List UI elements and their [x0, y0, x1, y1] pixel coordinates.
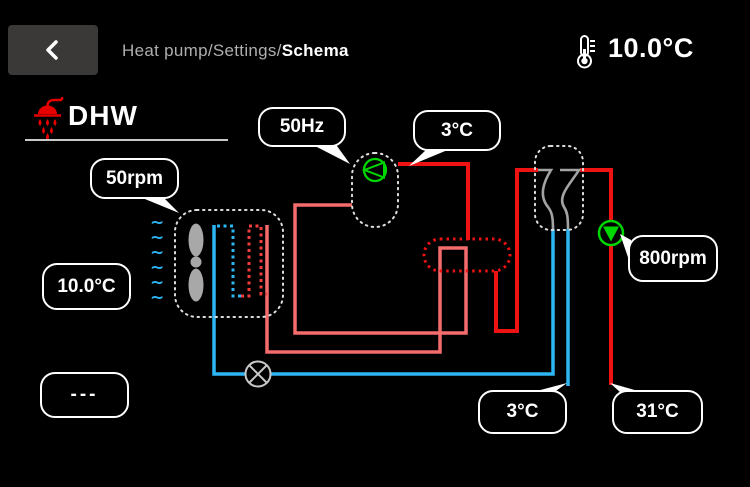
evaporator-unit	[174, 209, 284, 318]
outside-temp-label: 10.0°C	[42, 263, 131, 310]
exchanger-coil-left	[538, 168, 555, 230]
exchanger-coil-right	[560, 168, 582, 230]
thermometer-icon	[573, 34, 597, 75]
shower-icon	[28, 97, 66, 146]
svg-text:~: ~	[150, 228, 164, 248]
fan-speed-label: 50rpm	[90, 158, 179, 199]
breadcrumb: Heat pump/Settings/Schema	[122, 41, 349, 61]
breadcrumb-prefix: Heat pump/Settings/	[122, 41, 282, 60]
pointer-refrigerant-temp	[409, 149, 450, 166]
pointer-fan-speed	[140, 197, 179, 213]
svg-text:~: ~	[150, 243, 164, 263]
discharge-pipe	[398, 162, 470, 240]
return-temp-label: 3°C	[478, 390, 567, 434]
svg-text:~: ~	[150, 288, 164, 308]
compressor-frequency-label: 50Hz	[258, 107, 346, 147]
evaporator-hot-coil	[241, 224, 267, 298]
refrigerant-temp-label: 3°C	[413, 110, 501, 151]
cold-water-pipe	[212, 225, 555, 376]
back-button[interactable]	[8, 25, 98, 75]
condenser-to-exchanger-pipe	[494, 168, 538, 333]
breadcrumb-current: Schema	[281, 41, 349, 60]
svg-text:~: ~	[150, 258, 164, 278]
air-flow-icon: ~~ ~~ ~~	[150, 213, 164, 308]
valve-icon	[244, 360, 272, 388]
heat-exchanger	[534, 145, 584, 231]
svg-text:~: ~	[150, 273, 164, 293]
back-chevron-icon	[46, 40, 58, 60]
pointer-compressor-frequency	[315, 146, 350, 164]
title-underline	[25, 139, 228, 141]
pump-speed-label: 800rpm	[628, 235, 718, 282]
pump-icon	[597, 219, 625, 247]
supply-pipe	[580, 168, 613, 385]
dhw-setpoint-label: ---	[40, 372, 129, 418]
condenser-coil	[422, 237, 512, 273]
compressor-unit	[351, 152, 399, 228]
svg-text:~: ~	[150, 213, 164, 233]
evaporator-cold-coil	[217, 224, 241, 298]
compressor-icon	[361, 157, 388, 183]
fan-icon	[188, 223, 204, 302]
suction-pipe	[265, 203, 468, 354]
supply-temp-label: 31°C	[612, 390, 703, 434]
outdoor-temperature: 10.0°C	[608, 33, 694, 63]
page-title: DHW	[68, 100, 138, 131]
